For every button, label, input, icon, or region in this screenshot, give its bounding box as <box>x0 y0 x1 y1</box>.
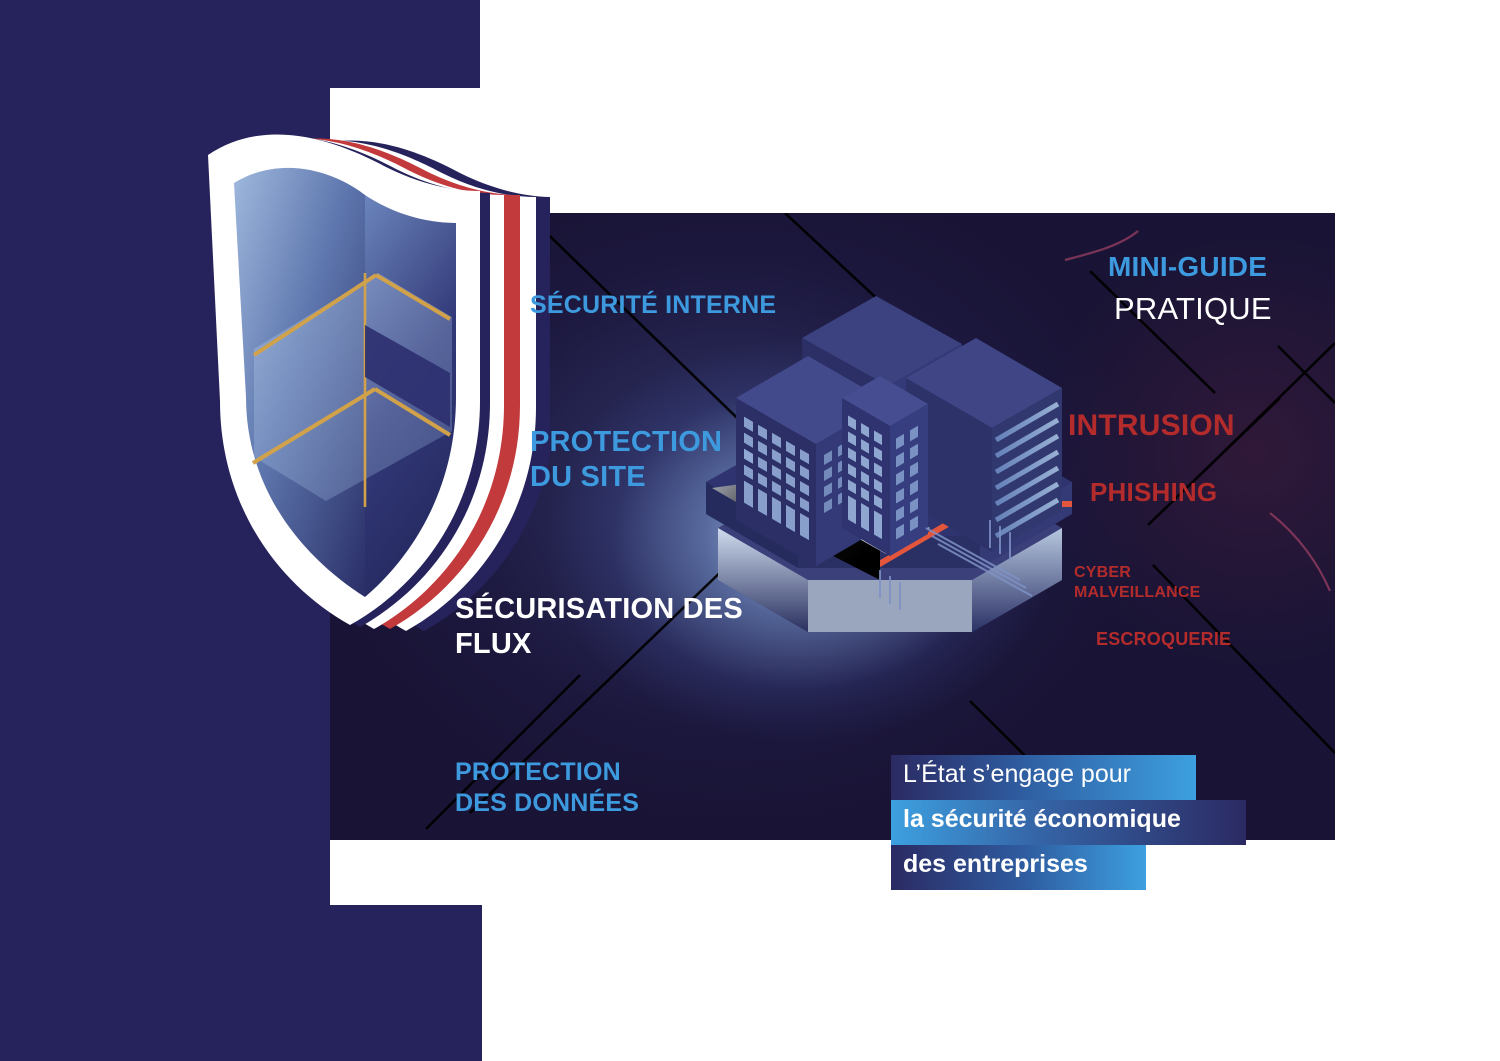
tower-window-strips <box>994 401 1060 539</box>
shield-gold-lines <box>251 273 452 507</box>
navy-corner-block-top-upper <box>0 0 480 88</box>
banner-line-2: la sécurité économique <box>891 800 1246 845</box>
banner-line-3: des entreprises <box>891 845 1146 890</box>
navy-corner-block-bottom-lower <box>0 905 482 1061</box>
label-intrusion: INTRUSION <box>1068 409 1235 442</box>
label-securisation-des-flux: SÉCURISATION DES FLUX <box>455 593 743 661</box>
state-commitment-banner: L’État s’engage pour la sécurité économi… <box>891 755 1246 890</box>
label-protection-des-donnees: PROTECTION DES DONNÉES <box>455 758 640 817</box>
label-mini-guide: MINI-GUIDE <box>1108 251 1268 282</box>
shield-glass-plate <box>254 273 452 501</box>
navy-corner-block-bottom-upper <box>0 820 330 905</box>
data-flow-lines <box>879 520 1033 610</box>
building-middle-tower <box>842 376 928 556</box>
label-pratique: PRATIQUE <box>1114 291 1272 326</box>
tricolor-shield-icon <box>208 134 550 631</box>
label-securite-interne: SÉCURITÉ INTERNE <box>530 291 777 319</box>
label-protection-du-site: PROTECTION DU SITE <box>530 426 723 494</box>
isometric-city-illustration <box>706 296 1072 632</box>
banner-line-1: L’État s’engage pour <box>891 755 1196 800</box>
shield-navy-stripe <box>365 325 450 427</box>
label-phishing: PHISHING <box>1090 477 1218 507</box>
label-escroquerie: ESCROQUERIE <box>1096 629 1232 649</box>
label-cyber-malveillance: CYBER MALVEILLANCE <box>1074 564 1201 601</box>
